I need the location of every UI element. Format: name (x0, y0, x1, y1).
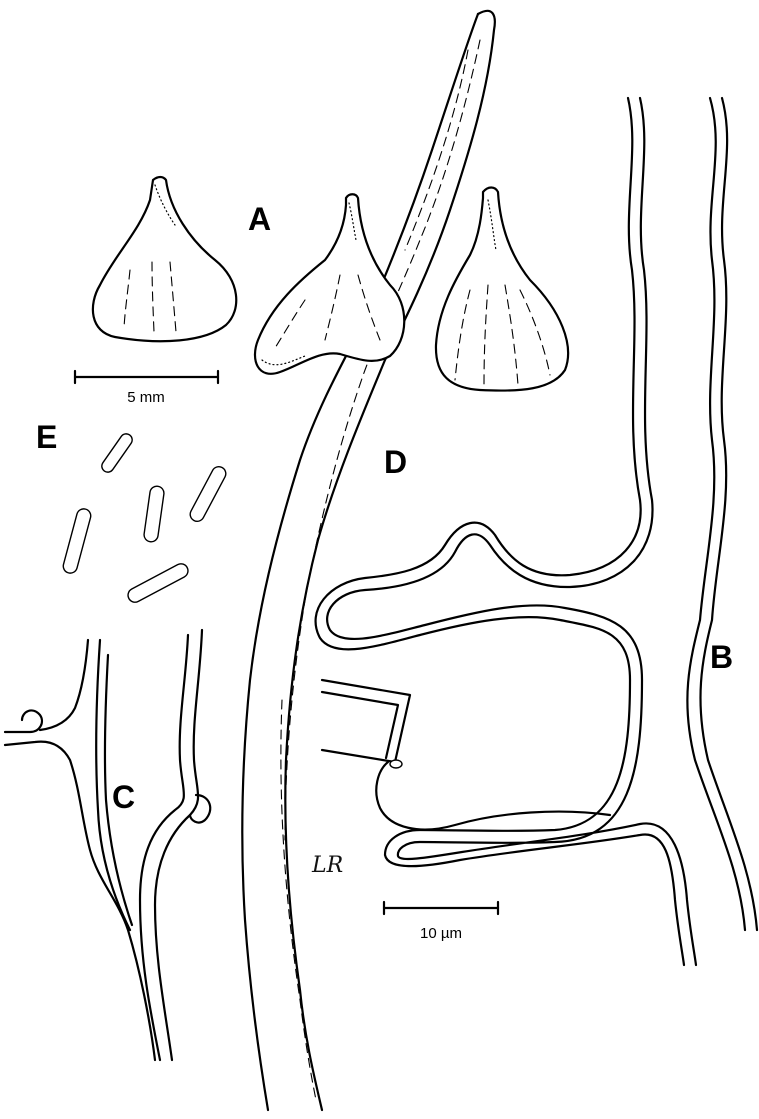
panel-label-e: E (36, 419, 57, 455)
cystidium-d (242, 11, 495, 1110)
spores-a (93, 177, 568, 391)
scale-bar-5mm: 5 mm (75, 371, 218, 406)
panel-label-a: A (248, 201, 271, 237)
spore-1 (93, 177, 236, 341)
panel-label-d: D (384, 444, 407, 480)
scale-bar-10um: 10 µm (384, 902, 498, 942)
scale-label-5mm: 5 mm (127, 389, 165, 406)
spore-3 (436, 188, 568, 391)
panel-label-c: C (112, 779, 135, 815)
spore-2 (255, 194, 404, 374)
artist-signature: LR (311, 853, 343, 878)
panel-label-b: B (710, 639, 733, 675)
scale-label-10um: 10 µm (420, 925, 462, 942)
spores-e (62, 432, 229, 605)
hyphae-b (316, 98, 757, 965)
hyphae-c (5, 630, 210, 1060)
